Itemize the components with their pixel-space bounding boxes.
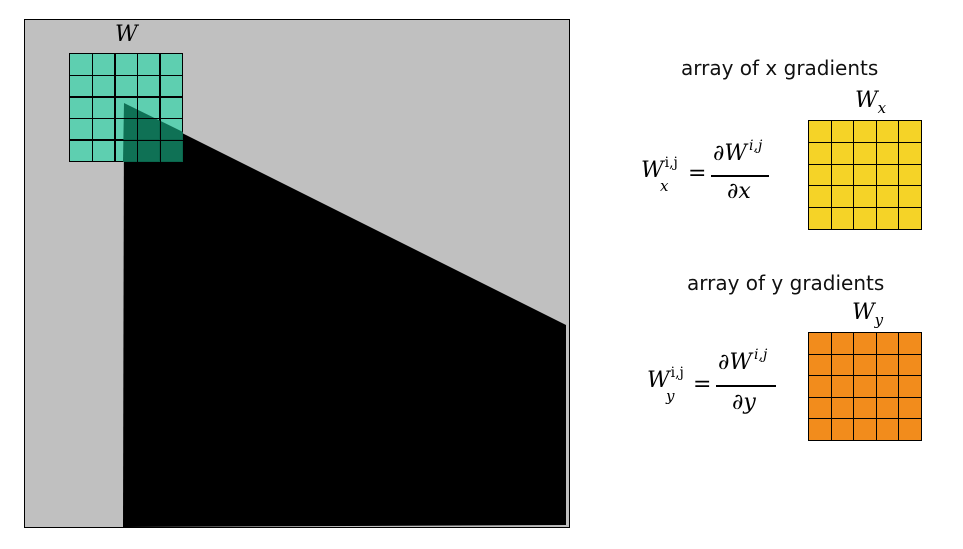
formula-x-equals: =: [688, 161, 707, 186]
y-gradients-heading: array of y gradients: [687, 271, 885, 295]
grid-cell: [876, 419, 900, 441]
image-canvas: [24, 19, 570, 528]
formula-x-fraction-bar: [711, 175, 769, 177]
grid-cell: [809, 164, 832, 187]
grid-cell: [831, 333, 855, 355]
grid-cell: [809, 121, 832, 143]
formula-y-denominator: ∂y: [732, 390, 756, 415]
grid-cell: [876, 142, 900, 165]
grid-cell: [809, 419, 832, 441]
grid-cell: [876, 121, 900, 143]
grid-cell: [899, 208, 922, 230]
formula-x-lhs: Wi,j: [641, 155, 678, 183]
x-gradients-heading: array of x gradients: [681, 56, 879, 80]
grid-cell: [854, 419, 877, 441]
window-label: W: [115, 22, 138, 47]
grid-cell: [809, 397, 832, 420]
grid-cell: [831, 419, 855, 441]
grid-cell: [899, 164, 922, 187]
wy-gradient-grid: [808, 332, 922, 441]
wy-grid-label: Wy: [852, 300, 884, 330]
grid-cell: [854, 333, 877, 355]
grid-cell: [854, 397, 877, 420]
grid-cell: [899, 186, 922, 209]
grid-cell: [831, 354, 855, 377]
grid-cell: [899, 376, 922, 398]
grid-cell: [92, 118, 116, 141]
grid-cell: [831, 376, 855, 398]
dark-trapezoid-shape: [123, 104, 566, 527]
grid-cell: [854, 186, 877, 209]
grid-cell: [809, 376, 832, 398]
grid-cell: [831, 121, 855, 143]
grid-cell: [876, 354, 900, 377]
grid-cell: [809, 208, 832, 230]
grid-cell: [899, 354, 922, 377]
grid-cell: [876, 333, 900, 355]
wx-grid-label: Wx: [855, 88, 887, 118]
grid-cell: [854, 142, 877, 165]
grid-cell: [876, 376, 900, 398]
grid-cell: [809, 186, 832, 209]
window-grid-lines: [69, 53, 183, 162]
grid-cell: [831, 208, 855, 230]
formula-y-subscript: y: [666, 387, 675, 405]
grid-cell: [831, 397, 855, 420]
grid-cell: [876, 397, 900, 420]
grid-cell: [854, 164, 877, 187]
grid-cell: [831, 186, 855, 209]
grid-cell: [899, 397, 922, 420]
grid-cell: [854, 121, 877, 143]
formula-y-equals: =: [693, 372, 712, 397]
grid-cell: [160, 75, 183, 98]
grid-cell: [899, 121, 922, 143]
grid-cell: [854, 354, 877, 377]
grid-cell: [92, 75, 116, 98]
grid-cell: [876, 164, 900, 187]
formula-x-denominator: ∂x: [727, 179, 751, 204]
grid-cell: [809, 142, 832, 165]
grid-cell: [854, 208, 877, 230]
grid-cell: [899, 142, 922, 165]
grid-cell: [809, 354, 832, 377]
grid-cell: [899, 419, 922, 441]
grid-cell: [809, 333, 832, 355]
grid-cell: [876, 208, 900, 230]
formula-x-subscript: x: [660, 177, 669, 195]
grid-cell: [92, 140, 116, 162]
grid-cell: [831, 164, 855, 187]
grid-cell: [899, 333, 922, 355]
formula-y-lhs: Wi,j: [647, 365, 684, 393]
grid-cell: [137, 75, 161, 98]
grid-cell: [854, 376, 877, 398]
wx-gradient-grid: [808, 120, 922, 230]
formula-y-fraction-bar: [716, 385, 776, 387]
grid-cell: [876, 186, 900, 209]
grid-cell: [831, 142, 855, 165]
